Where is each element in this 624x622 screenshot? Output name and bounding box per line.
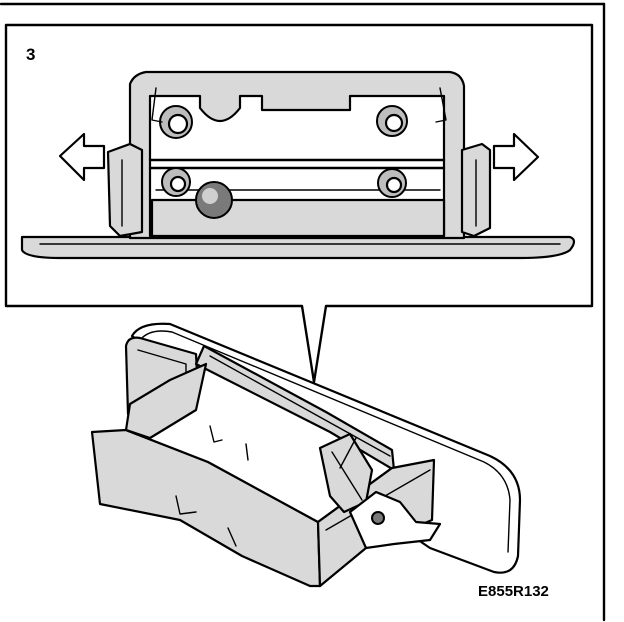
detail-latch-assembly (20, 70, 576, 260)
glovebox-assembly (90, 322, 522, 588)
screw-hole-upper-right (376, 105, 408, 137)
screw-hole-lower-right (377, 168, 407, 198)
figure-code: E855R132 (478, 583, 549, 600)
arrow-right-icon (492, 132, 540, 182)
hinge-pin (371, 511, 385, 525)
page-frame (0, 2, 606, 622)
step-number: 3 (26, 45, 35, 64)
hinge-clip-arm (348, 490, 442, 550)
latch-knob (195, 181, 233, 219)
mounting-strip (20, 235, 576, 260)
screw-hole-upper-left (159, 105, 193, 139)
tray-inner-left-wall (124, 362, 208, 440)
detail-callout-box (4, 23, 594, 384)
left-hinge-tab (106, 142, 144, 238)
screw-hole-lower-left (161, 167, 191, 197)
arrow-left-icon (58, 132, 106, 182)
